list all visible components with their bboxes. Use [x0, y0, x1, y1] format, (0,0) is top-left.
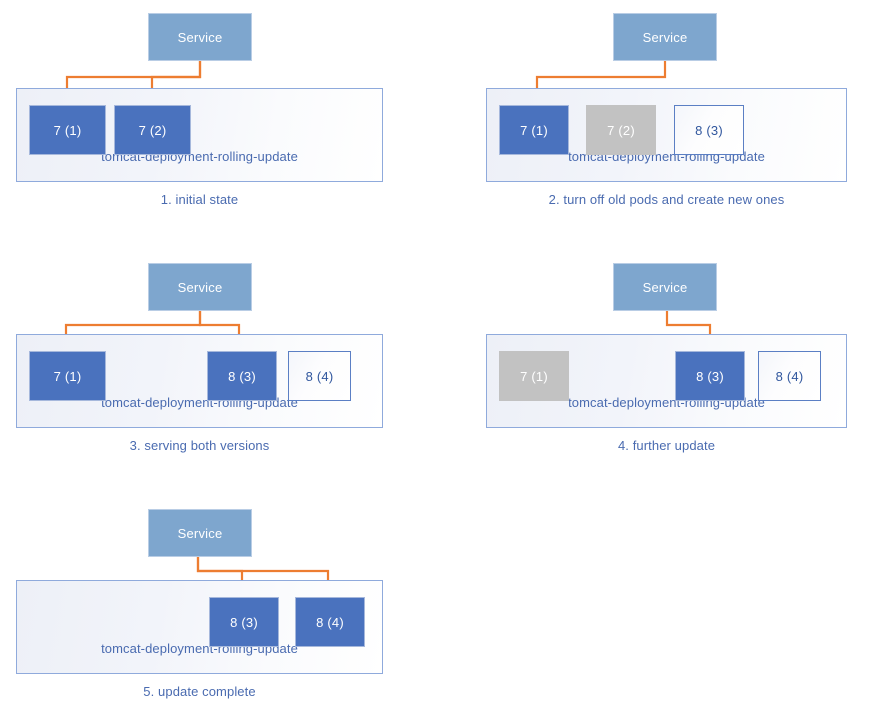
pod-label: 7 (1): [520, 368, 548, 384]
pod-label: 8 (3): [695, 122, 723, 138]
pod-8-3: 8 (3): [209, 597, 279, 647]
service-box: Service: [613, 13, 717, 61]
service-box: Service: [613, 263, 717, 311]
pod-label: 8 (3): [230, 614, 258, 630]
pod-label: 8 (4): [305, 368, 334, 384]
pod-label: 8 (4): [316, 614, 344, 630]
pod-7-1: 7 (1): [499, 105, 569, 155]
pod-label: 7 (1): [53, 122, 82, 138]
pod-label: 7 (2): [138, 122, 167, 138]
pod-label: 7 (1): [53, 368, 82, 384]
pod-8-4: 8 (4): [295, 597, 365, 647]
service-box: Service: [148, 13, 252, 61]
pod-8-3: 8 (3): [674, 105, 744, 155]
service-label: Service: [177, 29, 223, 45]
pod-label: 8 (4): [775, 368, 804, 384]
panel-caption: 3. serving both versions: [129, 438, 270, 453]
service-label: Service: [642, 279, 688, 295]
service-label: Service: [642, 29, 688, 45]
service-box: Service: [148, 509, 252, 557]
panel-caption: 1. initial state: [160, 192, 239, 207]
pod-7-2: 7 (2): [586, 105, 656, 155]
pod-7-1: 7 (1): [29, 351, 106, 401]
deployment-container: tomcat-deployment-rolling-update: [16, 88, 383, 182]
panel-caption: 2. turn off old pods and create new ones: [548, 192, 785, 207]
service-label: Service: [177, 525, 223, 541]
pod-8-3: 8 (3): [207, 351, 277, 401]
pod-8-4: 8 (4): [288, 351, 351, 401]
pod-7-1: 7 (1): [29, 105, 106, 155]
pod-label: 8 (3): [228, 368, 256, 384]
pod-label: 8 (3): [696, 368, 724, 384]
panel-caption: 4. further update: [617, 438, 716, 453]
pod-7-1: 7 (1): [499, 351, 569, 401]
service-label: Service: [177, 279, 223, 295]
pod-8-4: 8 (4): [758, 351, 821, 401]
pod-label: 7 (1): [520, 122, 548, 138]
pod-7-2: 7 (2): [114, 105, 191, 155]
pod-label: 7 (2): [607, 122, 635, 138]
pod-8-3: 8 (3): [675, 351, 745, 401]
service-box: Service: [148, 263, 252, 311]
panel-caption: 5. update complete: [143, 684, 256, 699]
